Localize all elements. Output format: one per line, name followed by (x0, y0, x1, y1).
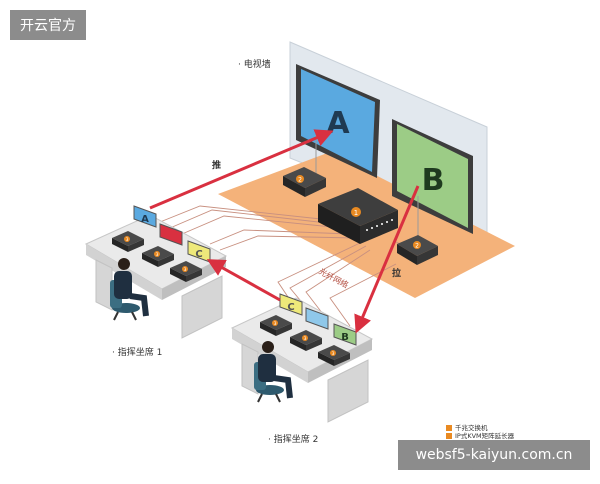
device-legend: 千兆交换机 IP式KVM矩阵延长器 (446, 424, 514, 440)
brand-label: 开云官方 (10, 10, 86, 40)
legend-item-switch: 千兆交换机 (446, 424, 514, 432)
desk-1-device-left-number: 3 (126, 237, 129, 243)
desk-1-monitor-a-letter: A (141, 214, 149, 225)
screen-a-letter: A (326, 106, 350, 141)
desk-1-monitor-c-letter: C (195, 249, 202, 260)
seat-2-label: · 指挥坐席 2 (268, 432, 318, 445)
seat-2-label-text: 指挥坐席 2 (274, 435, 319, 445)
legend-item-kvm: IP式KVM矩阵延长器 (446, 432, 514, 440)
push-label: 推 (212, 158, 221, 171)
desk-2-monitor-c-letter: C (287, 302, 294, 313)
desk-2-device-center-number: 3 (304, 336, 307, 342)
seat-1-label: · 指挥坐席 1 (112, 345, 162, 358)
video-wall-label: · 电视墙 (238, 57, 271, 70)
video-wall-label-text: 电视墙 (244, 60, 271, 70)
seat-1-label-text: 指挥坐席 1 (118, 348, 163, 358)
legend-swatch-2 (446, 433, 452, 439)
wall-device-2-right-number: 2 (415, 243, 419, 250)
desk-2-device-left-number: 3 (274, 321, 277, 327)
desk-2-device-right-number: 3 (332, 351, 335, 357)
legend-label-2: IP式KVM矩阵延长器 (455, 432, 514, 440)
watermark-url: websf5-kaiyun.com.cn (398, 440, 590, 470)
screen-b-letter: B (422, 163, 445, 198)
legend-label-1: 千兆交换机 (455, 424, 488, 432)
switch-number: 1 (354, 209, 358, 217)
desk-2-monitor-b-letter: B (341, 332, 349, 343)
legend-swatch-1 (446, 425, 452, 431)
pull-label: 拉 (392, 266, 401, 279)
desk-1-device-right-number: 3 (184, 267, 187, 273)
desk-1-device-center-number: 3 (156, 252, 159, 258)
desk-1-leg (96, 260, 112, 310)
wall-device-2-left-number: 2 (298, 177, 302, 184)
